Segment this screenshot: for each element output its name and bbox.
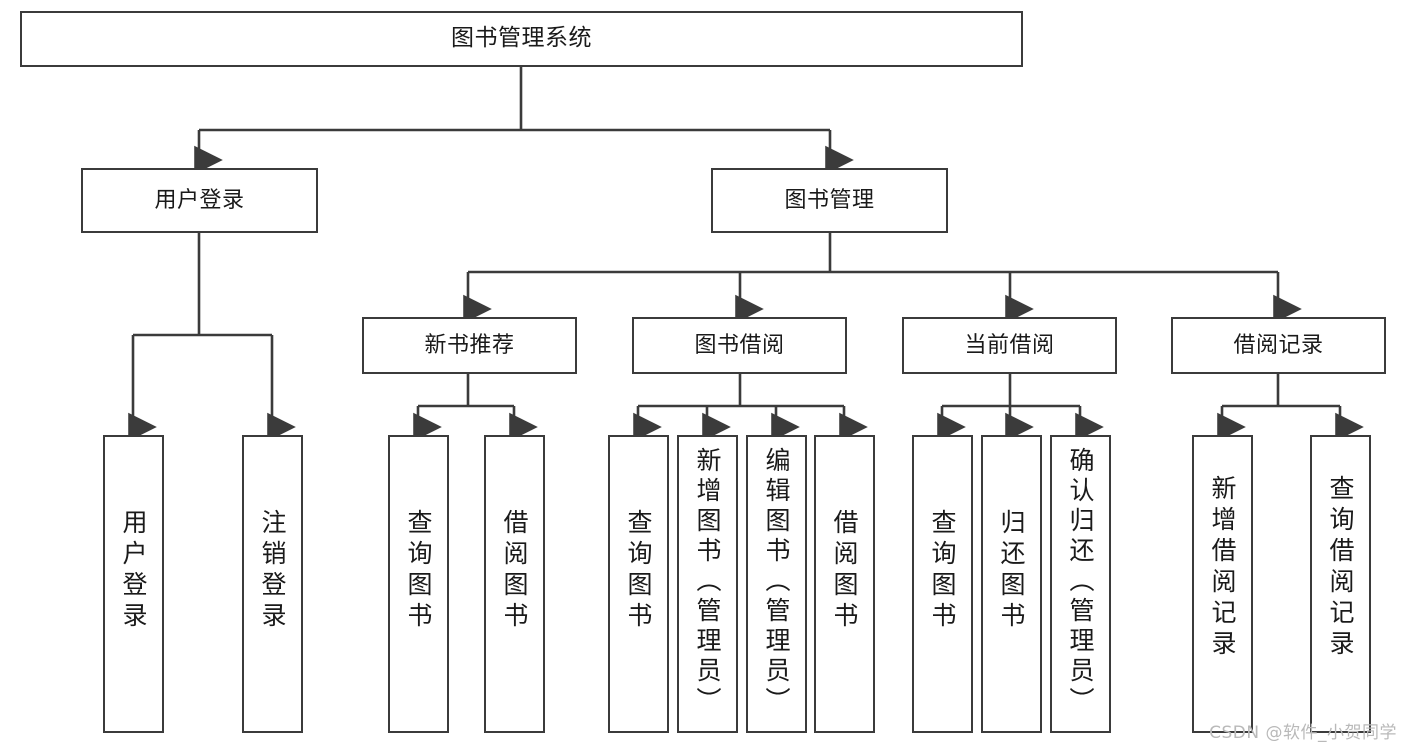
node-label: 借阅图书 [500,509,529,633]
node-label: 图书管理 [784,187,875,213]
node-user-login[interactable]: 用户登录 [81,168,318,233]
leaf-borrow-book[interactable]: 借阅图书 [814,435,875,733]
leaf-confirm-return-admin[interactable]: 确认归还（管理员） [1050,435,1111,733]
node-label: 查询借阅记录 [1326,475,1355,661]
node-new-book-recommend[interactable]: 新书推荐 [362,317,577,374]
leaf-edit-book-admin[interactable]: 编辑图书（管理员） [746,435,807,733]
node-current-borrow[interactable]: 当前借阅 [902,317,1117,374]
node-label: 用户登录 [119,509,148,633]
node-label: 图书管理系统 [451,25,592,52]
leaf-borrow-book-recommend[interactable]: 借阅图书 [484,435,545,733]
node-label: 借阅图书 [830,509,859,633]
leaf-query-borrow-record[interactable]: 查询借阅记录 [1310,435,1371,733]
node-label: 图书借阅 [694,332,785,358]
leaf-query-book-borrow[interactable]: 查询图书 [608,435,669,733]
leaf-add-borrow-record[interactable]: 新增借阅记录 [1192,435,1253,733]
node-label: 查询图书 [928,509,957,633]
node-label: 查询图书 [624,509,653,633]
csdn-watermark: CSDN @软件_小贺同学 [1209,723,1397,743]
node-root-system[interactable]: 图书管理系统 [20,11,1023,67]
leaf-user-logout[interactable]: 注销登录 [242,435,303,733]
node-label: 用户登录 [154,187,245,213]
node-label: 编辑图书（管理员） [762,447,791,717]
leaf-query-book-recommend[interactable]: 查询图书 [388,435,449,733]
node-label: 新书推荐 [424,332,515,358]
node-label: 归还图书 [997,509,1026,633]
node-label: 确认归还（管理员） [1066,447,1095,717]
node-book-manage[interactable]: 图书管理 [711,168,948,233]
leaf-query-book-current[interactable]: 查询图书 [912,435,973,733]
leaf-add-book-admin[interactable]: 新增图书（管理员） [677,435,738,733]
node-label: 新增图书（管理员） [693,447,722,717]
node-book-borrow[interactable]: 图书借阅 [632,317,847,374]
node-label: 注销登录 [258,509,287,633]
leaf-user-login[interactable]: 用户登录 [103,435,164,733]
node-borrow-record[interactable]: 借阅记录 [1171,317,1386,374]
node-label: 借阅记录 [1233,332,1324,358]
node-label: 查询图书 [404,509,433,633]
node-label: 新增借阅记录 [1208,475,1237,661]
node-label: 当前借阅 [964,332,1055,358]
leaf-return-book[interactable]: 归还图书 [981,435,1042,733]
